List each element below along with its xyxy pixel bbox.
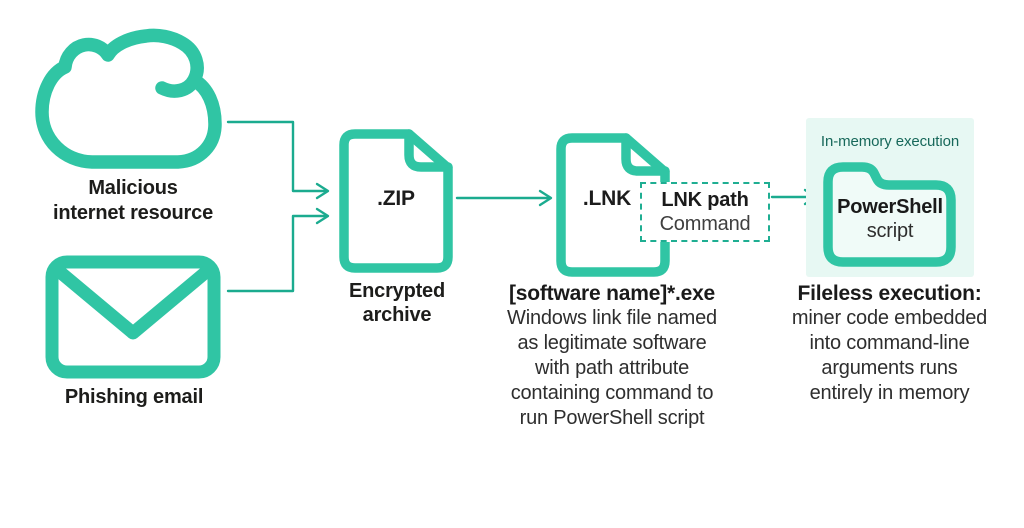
link-file-caption: [software name]*.exe Windows link file n… [490,281,734,431]
arrowhead-email-to-zip [315,207,330,225]
lnk-path-command-box: LNK path Command [640,182,770,242]
folder-icon [823,162,956,267]
arrow-email-to-zip [226,214,327,293]
arrowhead-cloud-to-zip [315,182,330,200]
envelope-icon [45,255,221,379]
fileless-execution-title: Fileless execution: [797,282,982,305]
malicious-resource-label: Malicious internet resource [13,176,253,226]
malicious-resource-label-line1: Malicious [88,177,178,199]
arrowhead-zip-to-lnk [538,189,553,207]
lnk-file-type-label: .LNK [582,187,632,210]
malicious-resource-label-line2: internet resource [53,202,213,224]
zip-file-icon [339,129,453,273]
link-file-caption-title: [software name]*.exe [508,282,716,305]
zip-file-type-label: .ZIP [377,187,415,210]
fileless-execution-caption: Fileless execution: miner code embedded … [772,281,1007,406]
powershell-script-label: PowerShell script [837,196,943,242]
phishing-email-label: Phishing email [64,386,204,408]
arrow-cloud-to-zip [226,120,327,193]
encrypted-archive-caption: Encrypted archive [348,280,445,326]
cloud-icon [35,28,222,169]
in-memory-execution-label: In-memory execution [820,133,960,150]
lnk-path-label: LNK path [661,189,749,211]
lnk-file-icon [556,133,670,277]
command-label: Command [659,213,751,235]
